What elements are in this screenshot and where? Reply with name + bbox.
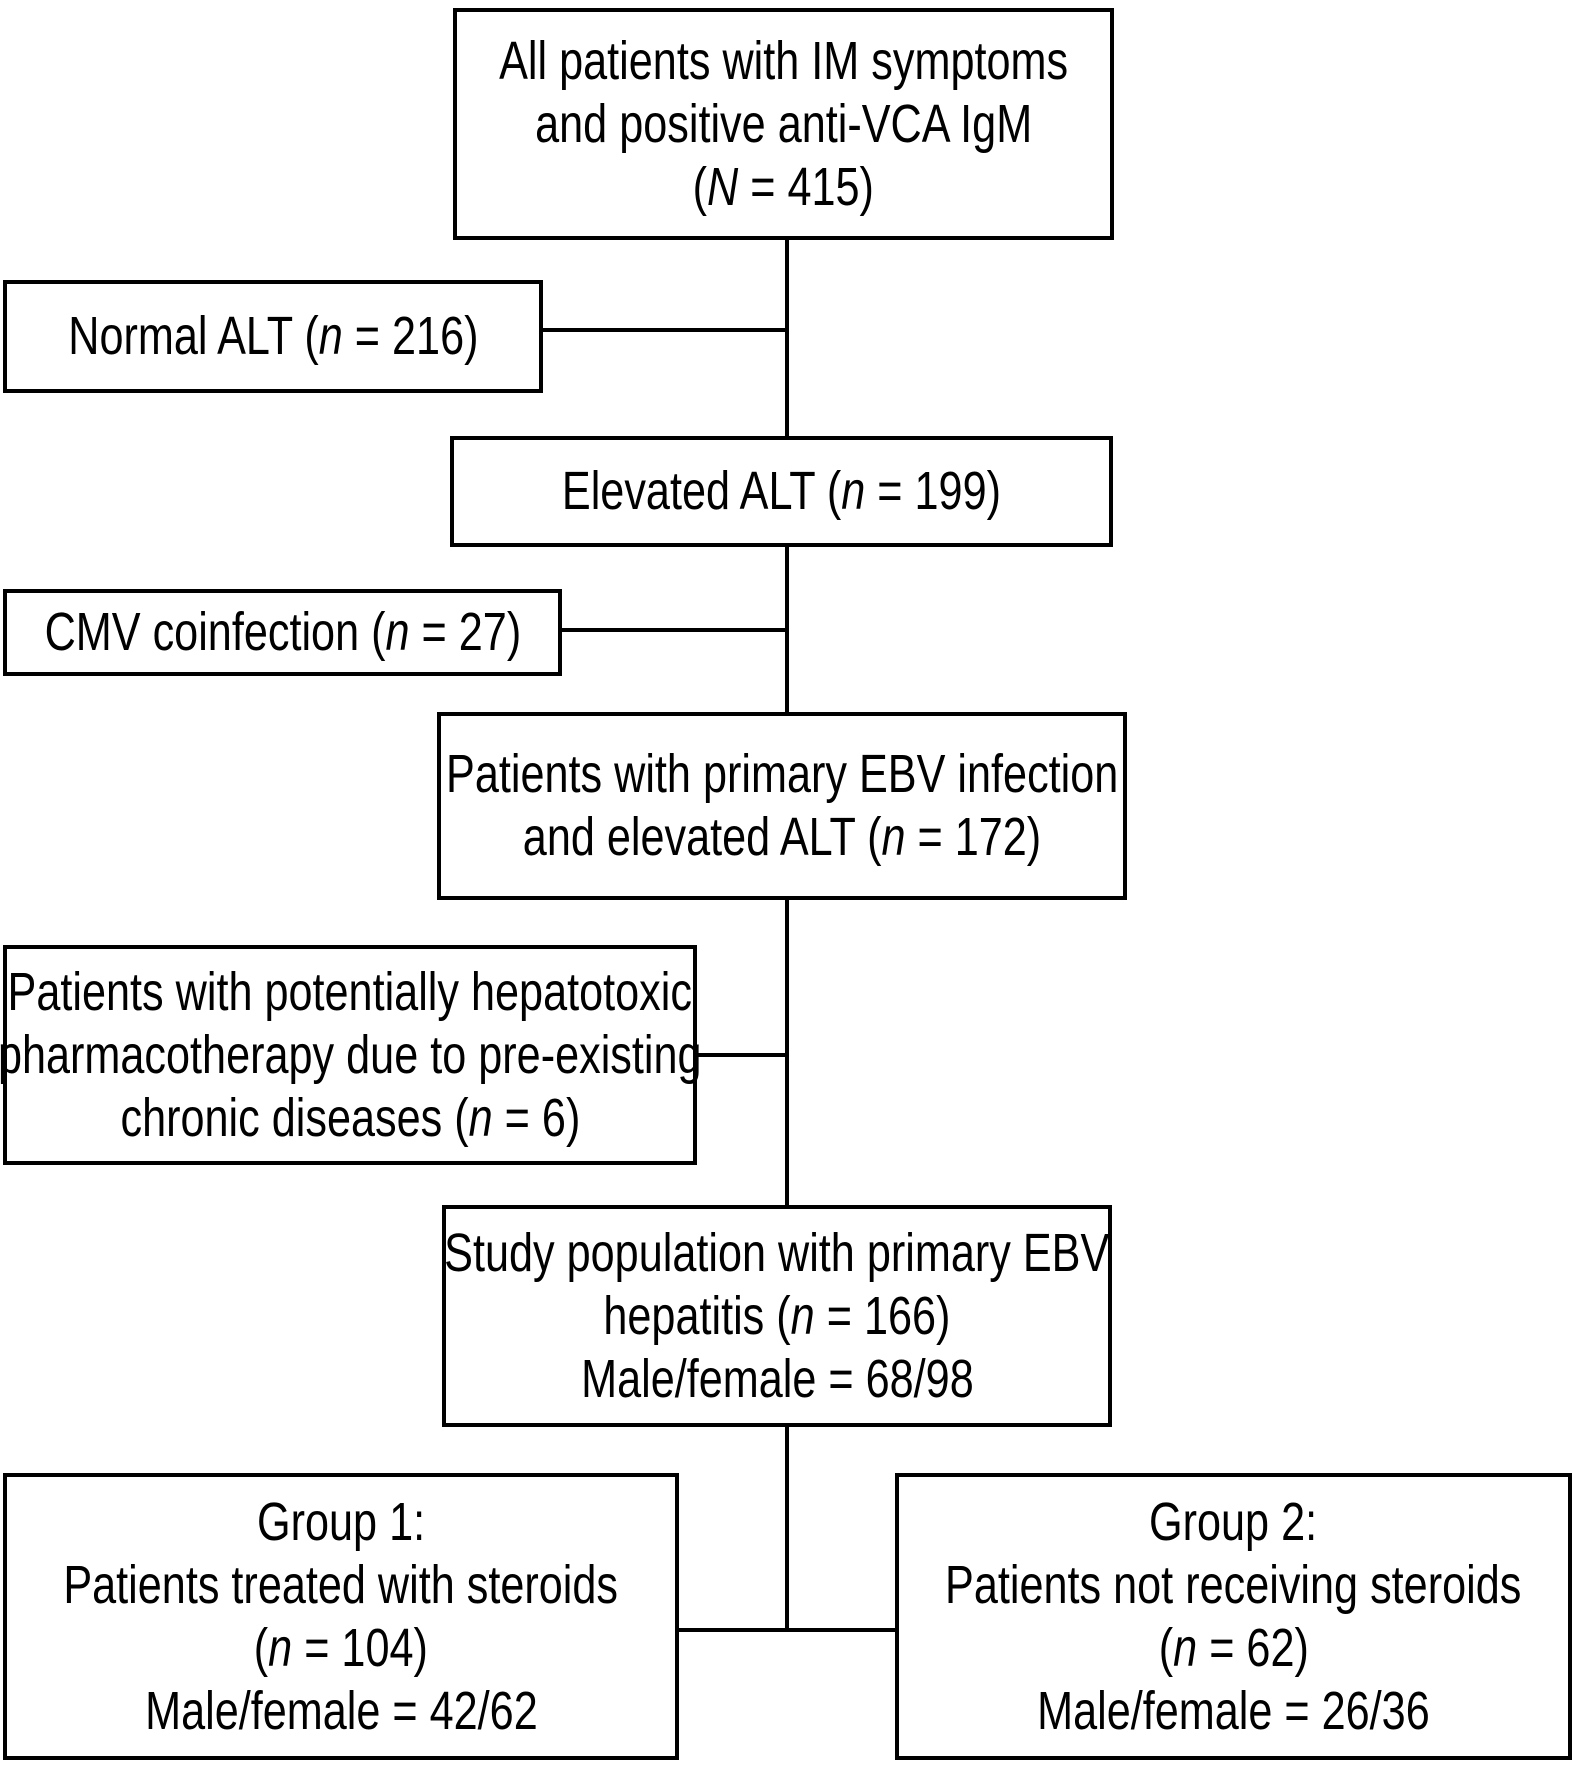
box-line: Patients with primary EBV infection <box>445 744 1119 804</box>
box-line: and elevated ALT (n = 172) <box>522 807 1042 867</box>
connector-hepatotoxic <box>697 1053 787 1057</box>
box-line: CMV coinfection (n = 27) <box>44 602 521 662</box>
box-line: Male/female = 42/62 <box>144 1680 538 1741</box>
connector-cmv <box>562 628 787 632</box>
box-line: All patients with IM symptoms <box>499 30 1068 91</box>
box-line: Group 1: <box>256 1491 426 1552</box>
box-line: Normal ALT (n = 216) <box>67 306 479 366</box>
box-line: pharmacotherapy due to pre-existing <box>0 1024 702 1085</box>
box-line: Group 2: <box>1149 1491 1318 1552</box>
box-line: Patients not receiving steroids <box>945 1554 1522 1615</box>
box-primary-ebv-infection: Patients with primary EBV infection and … <box>437 712 1127 900</box>
connector-central-spine <box>785 240 789 1632</box>
box-line: and positive anti-VCA IgM <box>534 93 1033 154</box>
box-all-patients: All patients with IM symptoms and positi… <box>453 8 1114 240</box>
box-line: hepatitis (n = 166) <box>603 1285 951 1346</box>
connector-group-split <box>679 1628 897 1632</box>
box-line: Patients with potentially hepatotoxic <box>7 961 693 1022</box>
box-line: (N = 415) <box>692 156 875 217</box>
box-line: Male/female = 26/36 <box>1037 1680 1430 1741</box>
box-line: (n = 62) <box>1158 1617 1309 1678</box>
box-normal-alt: Normal ALT (n = 216) <box>3 280 543 393</box>
box-group1-steroids: Group 1: Patients treated with steroids … <box>3 1473 679 1760</box>
box-elevated-alt: Elevated ALT (n = 199) <box>450 436 1113 547</box>
box-cmv-coinfection: CMV coinfection (n = 27) <box>3 589 562 676</box>
box-line: Male/female = 68/98 <box>580 1348 974 1409</box>
connector-normal-alt <box>543 328 787 332</box>
box-line: (n = 104) <box>253 1617 429 1678</box>
box-study-population: Study population with primary EBV hepati… <box>442 1205 1112 1427</box>
box-line: Patients treated with steroids <box>63 1554 619 1615</box>
box-group2-no-steroids: Group 2: Patients not receiving steroids… <box>895 1473 1572 1760</box>
box-line: Study population with primary EBV <box>444 1222 1110 1283</box>
box-line: chronic diseases (n = 6) <box>120 1087 580 1148</box>
box-hepatotoxic-pharmacotherapy: Patients with potentially hepatotoxic ph… <box>0 945 702 1165</box>
box-line: Elevated ALT (n = 199) <box>561 461 1002 521</box>
